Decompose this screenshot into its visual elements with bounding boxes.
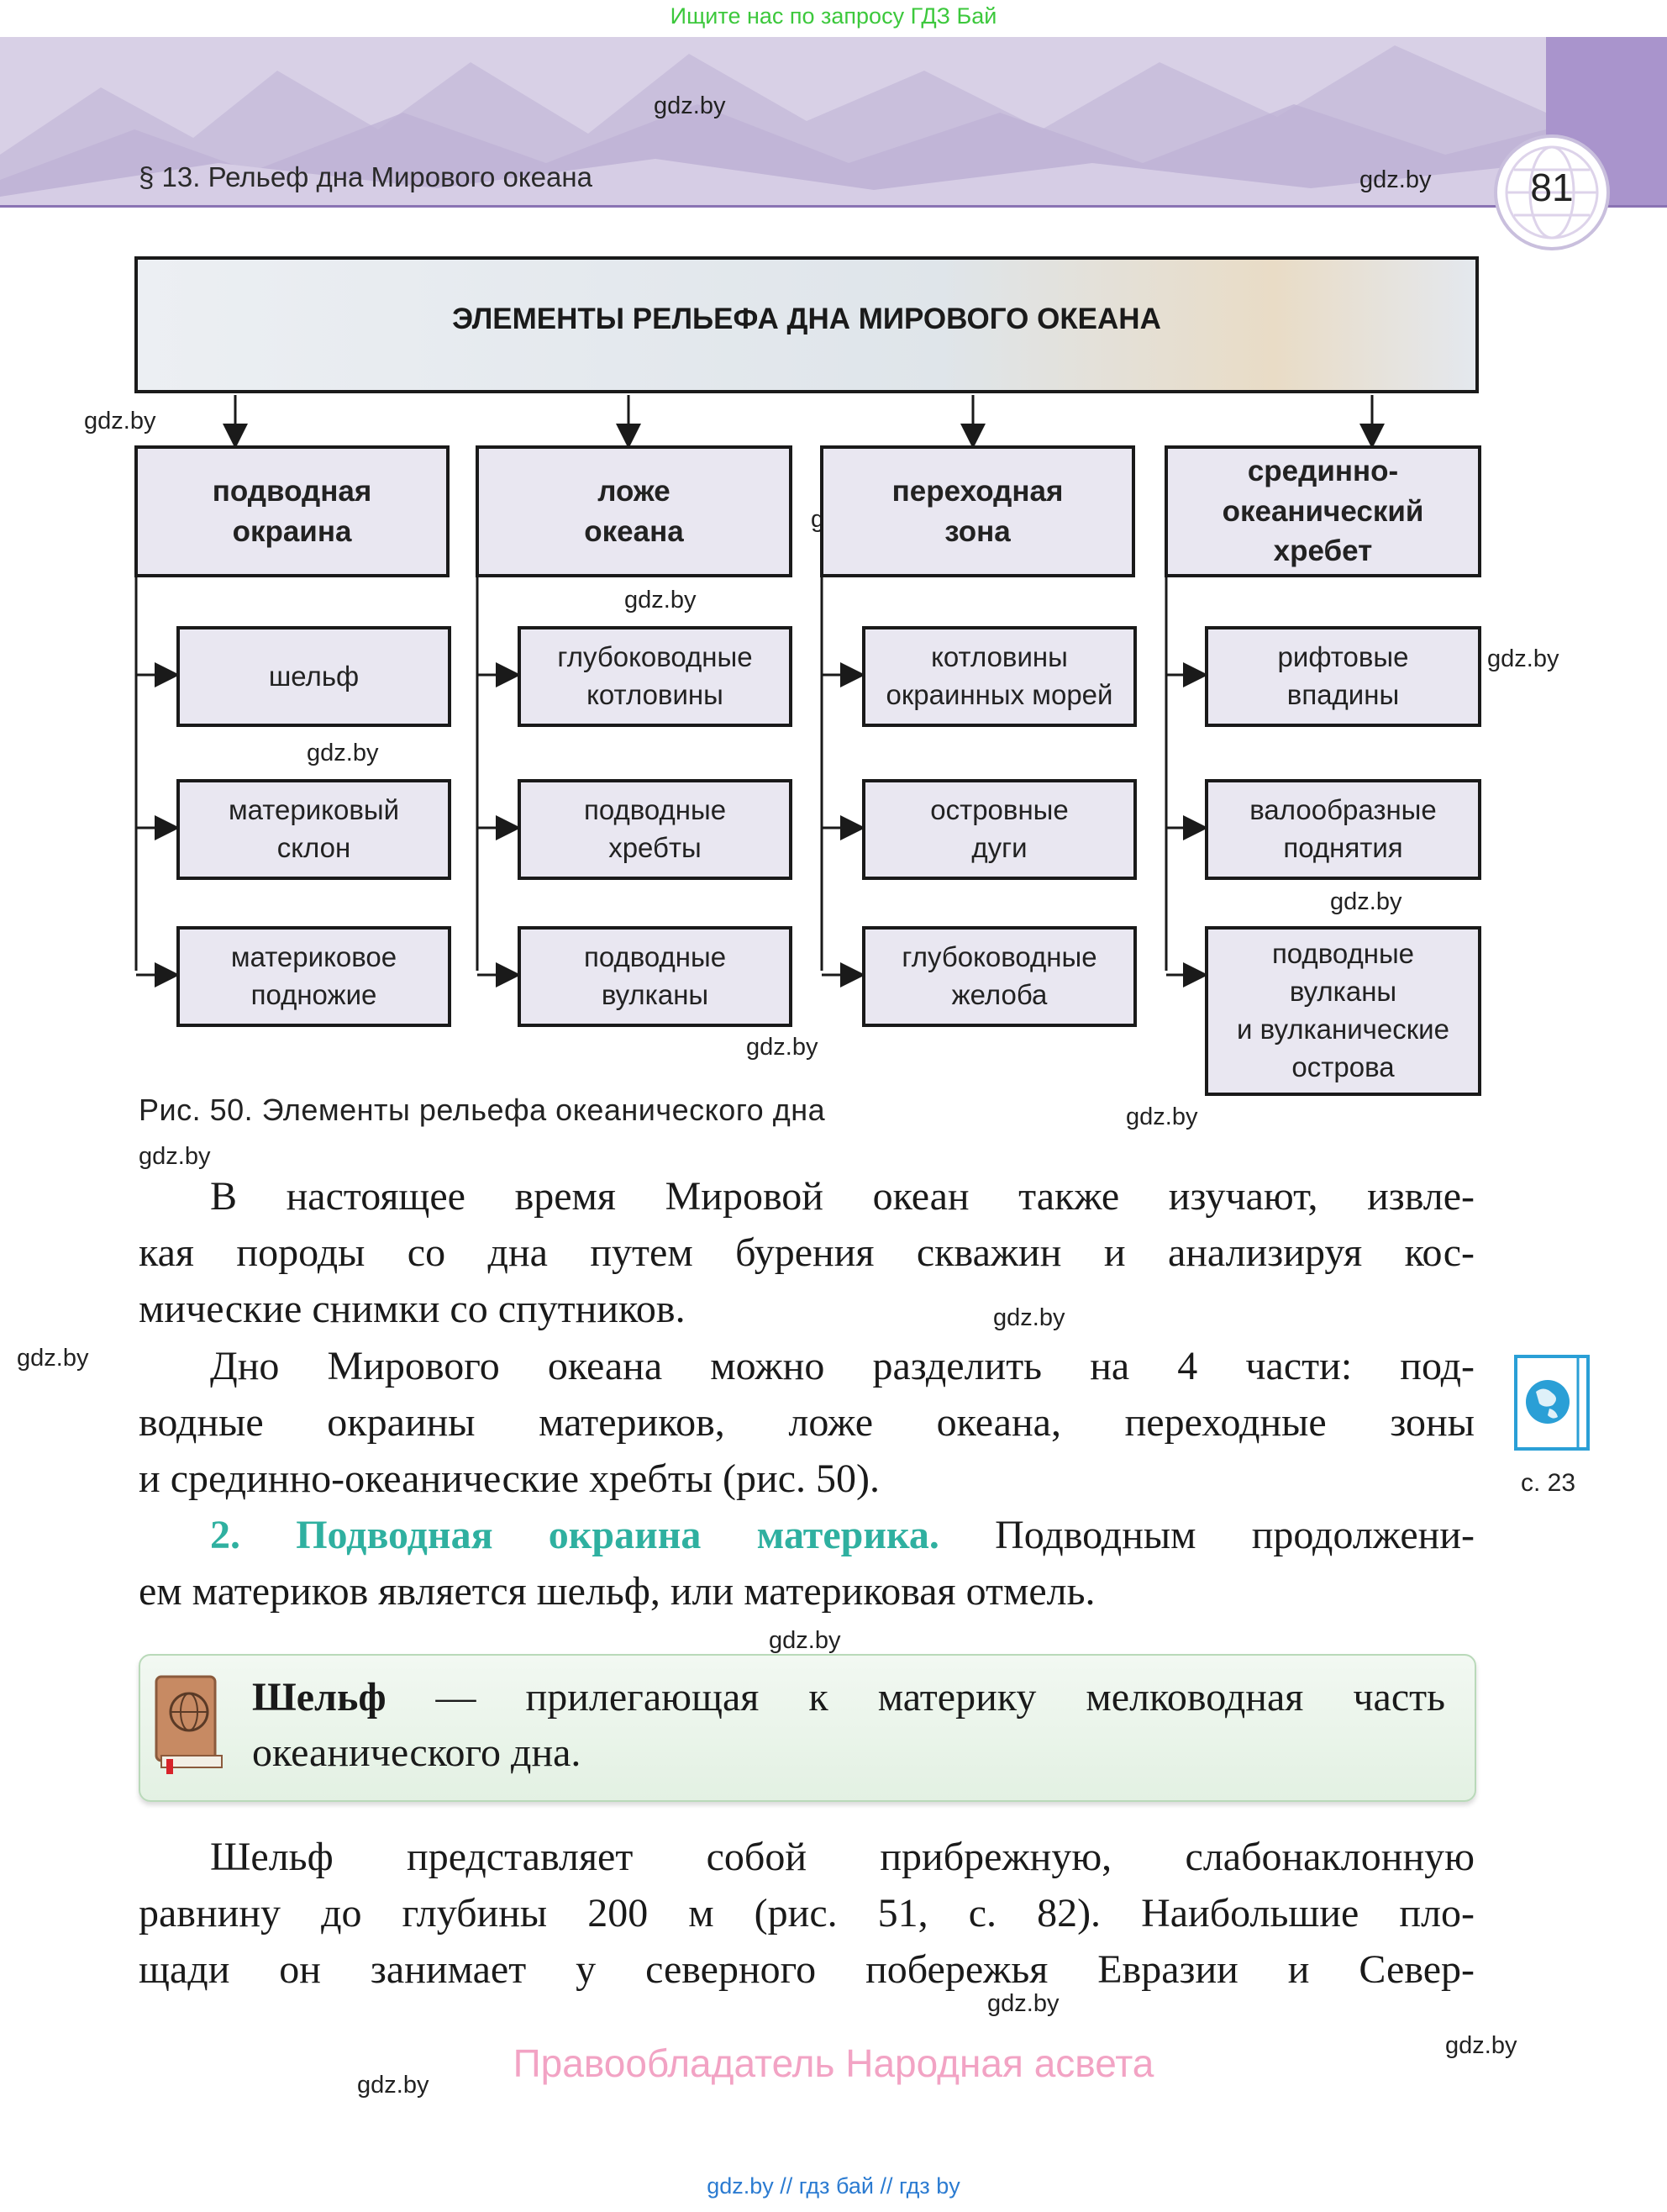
diagram-item: котловины окраинных морей (862, 626, 1137, 727)
paragraph-line: мические снимки со спутников. (139, 1287, 686, 1331)
diagram-head-ocean-floor: ложе океана (476, 445, 792, 577)
paragraph-text: Подводным продолжени- (939, 1513, 1475, 1557)
paragraph-line: водные окраины материков, ложе океана, п… (139, 1400, 1475, 1445)
paragraph-line: равнину до глубины 200 м (рис. 51, с. 82… (139, 1891, 1475, 1936)
section-title: § 13. Рельеф дна Мирового океана (139, 161, 592, 192)
diagram-item: рифтовые впадины (1205, 626, 1481, 727)
watermark: gdz.by (307, 740, 379, 766)
subsection-heading: 2. Подводная окраина материка. (210, 1513, 939, 1557)
diagram-item: валообразные поднятия (1205, 779, 1481, 880)
diagram-head-mid-ocean-ridge: срединно- океанический хребет (1165, 445, 1481, 577)
watermark: gdz.by (1330, 888, 1402, 915)
diagram-item: подводные вулканы (518, 926, 792, 1027)
diagram-head-submarine-margin: подводная окраина (134, 445, 450, 577)
watermark: gdz.by (84, 408, 156, 434)
diagram-item: островные дуги (862, 779, 1137, 880)
footer-links[interactable]: gdz.by // гдз бай // гдз by (707, 2173, 960, 2199)
diagram-title-box (134, 256, 1479, 393)
figure-caption: Рис. 50. Элементы рельефа океанического … (139, 1093, 826, 1127)
atlas-globe-icon[interactable] (1512, 1353, 1592, 1452)
definition-line: океанического дна. (252, 1730, 581, 1775)
diagram-head-transition-zone: переходная зона (820, 445, 1135, 577)
paragraph-line: кая породы со дна путем бурения скважин … (139, 1230, 1475, 1275)
watermark: gdz.by (357, 2072, 429, 2099)
header-band (0, 37, 1546, 207)
mountains-illustration (0, 45, 1546, 207)
paragraph-line: ем материков является шельф, или материк… (139, 1569, 1096, 1614)
watermark: gdz.by (746, 1034, 818, 1061)
watermark: gdz.by (139, 1143, 211, 1170)
definition-term: Шельф (252, 1675, 387, 1720)
diagram-item: подводные вулканы и вулканические остров… (1205, 926, 1481, 1096)
watermark: gdz.by (624, 587, 697, 614)
watermark: gdz.by (1445, 2032, 1517, 2059)
watermark: gdz.by (1359, 166, 1432, 193)
definition-text: — прилегающая к материку мелководная час… (386, 1675, 1445, 1720)
watermark: gdz.by (987, 1990, 1060, 2017)
paragraph-line: щади он занимает у северного побережья Е… (139, 1947, 1475, 1992)
diagram-item: шельф (176, 626, 451, 727)
paragraph-line: 2. Подводная окраина материка. Подводным… (210, 1507, 1475, 1564)
atlas-page-ref: с. 23 (1521, 1469, 1576, 1497)
page-number-badge (1494, 134, 1610, 250)
diagram-item: материковый склон (176, 779, 451, 880)
watermark: gdz.by (17, 1345, 89, 1372)
definition-box (139, 1654, 1476, 1802)
top-banner[interactable]: Ищите нас по запросу ГДЗ Бай (670, 3, 997, 29)
watermark: gdz.by (1126, 1103, 1198, 1130)
diagram-title: ЭЛЕМЕНТЫ РЕЛЬЕФА ДНА МИРОВОГО ОКЕАНА (452, 303, 1161, 335)
diagram-item: подводные хребты (518, 779, 792, 880)
diagram-connectors (134, 395, 1385, 988)
page-number: 81 (1530, 166, 1574, 209)
paragraph-line: Дно Мирового океана можно разделить на 4… (210, 1344, 1475, 1388)
diagram-item: материковое подножие (176, 926, 451, 1027)
watermark: gdz.by (654, 92, 726, 119)
header-rule (0, 205, 1667, 208)
watermark: gdz.by (1487, 645, 1559, 672)
watermark: gdz.by (993, 1304, 1065, 1331)
watermark: gdz.by (769, 1627, 841, 1654)
diagram-item: глубоководные котловины (518, 626, 792, 727)
book-globe-icon (155, 1675, 223, 1774)
paragraph-line: и срединно-океанические хребты (рис. 50)… (139, 1456, 880, 1501)
paragraph-line: Шельф представляет собой прибрежную, сла… (210, 1835, 1475, 1879)
diagram-item: глубоководные желоба (862, 926, 1137, 1027)
paragraph-line: В настоящее время Мировой океан также из… (210, 1174, 1475, 1219)
definition-line: Шельф — прилегающая к материку мелководн… (252, 1669, 1445, 1726)
copyright-holder: Правообладатель Народная асвета (513, 2041, 1154, 2085)
globe-icon (1505, 145, 1599, 240)
